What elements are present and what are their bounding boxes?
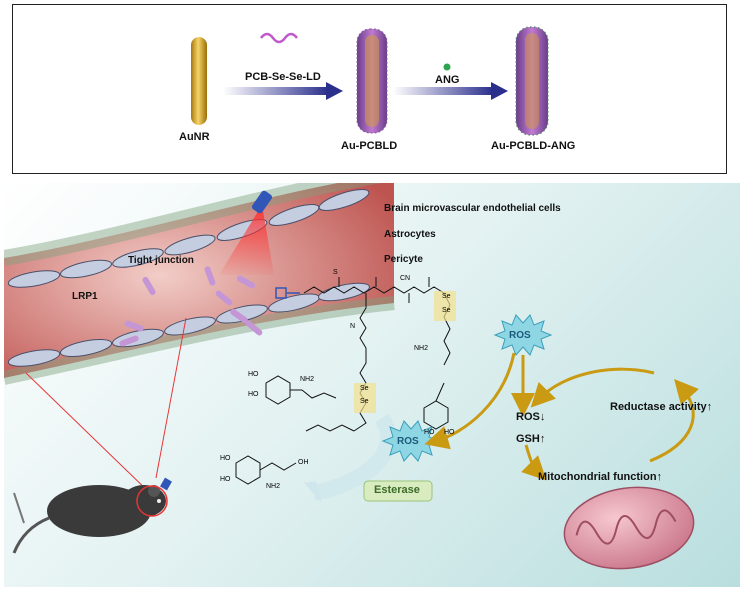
aunr-label: AuNR <box>179 131 210 143</box>
atom-se2: Se <box>442 307 451 314</box>
atom-ho1: HO <box>248 371 259 378</box>
pericyte-label: Pericyte <box>384 254 423 265</box>
mouse-icon <box>12 477 172 554</box>
product-label: Au-PCBLD-ANG <box>491 140 576 152</box>
arrow-1 <box>223 87 328 95</box>
esterase-box <box>363 480 433 502</box>
atom-oh: OH <box>298 459 309 466</box>
arrow-2 <box>393 87 493 95</box>
atom-cn: CN <box>400 275 411 282</box>
atom-ho2: HO <box>248 391 259 398</box>
atom-ho4: HO <box>444 429 455 436</box>
zoom-box <box>275 287 287 299</box>
arrow-gsh-to-mito <box>521 444 547 481</box>
esterase-label: Esterase <box>374 484 420 496</box>
ros-starburst-1 <box>493 314 553 356</box>
se-se-highlight-1 <box>434 291 456 321</box>
se-se-highlight-2 <box>354 383 376 413</box>
atom-s1: S <box>333 269 338 276</box>
astrocytes-label: Astrocytes <box>384 229 436 240</box>
lrp1-label: LRP1 <box>72 291 98 302</box>
intermediate-label: Au-PCBLD <box>341 140 398 152</box>
zoom-line-right <box>155 317 187 479</box>
atom-nh2b: NH2 <box>300 376 315 383</box>
atom-se4: Se <box>360 398 369 405</box>
nanorods-in-vessel <box>119 266 263 347</box>
mito-up-label: Mitochondrial function↑ <box>538 471 663 483</box>
ang-peptide-icon <box>443 63 451 71</box>
targeted-nanorod-icon <box>515 26 549 136</box>
atom-ho6: HO <box>220 476 231 483</box>
ros-label-1: ROS <box>509 330 531 341</box>
laser-beam <box>219 205 274 275</box>
blood-vessel <box>4 183 395 385</box>
reductase-up-label: Reductase activity↑ <box>610 401 713 413</box>
reagent2-label: ANG <box>435 74 460 86</box>
ros-label-2: ROS <box>397 436 419 447</box>
atom-nplus: N <box>350 323 356 330</box>
laser-icon <box>251 190 273 214</box>
esterase-arrow <box>312 413 397 501</box>
arrow-2-head <box>491 82 508 100</box>
polymer-chain-icon <box>260 32 298 44</box>
mitochondrion-icon <box>563 486 695 570</box>
atom-se1: Se <box>442 293 451 300</box>
mechanism-scheme <box>4 183 699 570</box>
arrow-ros-to-scavenge <box>424 352 516 450</box>
ros-down-label: ROS↓ <box>516 411 546 423</box>
arrow-1-head <box>326 82 343 100</box>
atom-ho3: HO <box>424 429 435 436</box>
atom-nh2c: NH2 <box>266 483 281 490</box>
coated-nanorod-icon <box>356 28 388 134</box>
synthesis-scheme <box>191 26 549 136</box>
gold-nanorod-icon <box>191 37 207 125</box>
endothelial-label: Brain microvascular endothelial cells <box>384 203 561 214</box>
mechanism-panel: Brain microvascular endothelial cells As… <box>4 183 740 587</box>
atom-ho5: HO <box>220 455 231 462</box>
gsh-up-label: GSH↑ <box>516 433 546 445</box>
tight-junction-label: Tight junction <box>128 255 194 266</box>
synthesis-panel: AuNR PCB-Se-Se-LD Au-PCBLD ANG Au-PCBLD-… <box>12 4 727 174</box>
reagent1-label: PCB-Se-Se-LD <box>245 71 321 83</box>
arrow-mito-to-reductase <box>649 378 699 463</box>
zoom-line-left <box>25 372 153 496</box>
atom-se3: Se <box>360 385 369 392</box>
atom-nh2a: NH2 <box>414 345 429 352</box>
arrow-reductase-to-ros <box>530 367 655 408</box>
